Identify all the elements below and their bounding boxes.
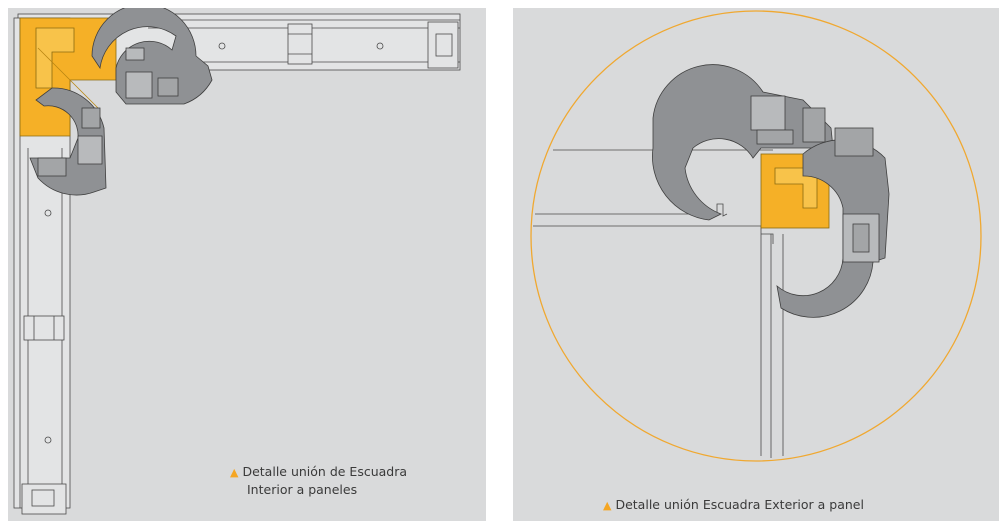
clip-upper xyxy=(652,64,834,221)
caption-exterior: ▲Detalle unión Escuadra Exterior a panel xyxy=(603,496,864,514)
triangle-marker-icon: ▲ xyxy=(230,466,239,479)
caption-text: Detalle unión Escuadra Exterior a panel xyxy=(615,497,864,512)
detail-circle xyxy=(530,10,982,462)
screw-hole xyxy=(44,436,52,444)
caption-line-1: Detalle unión de Escuadra xyxy=(242,464,408,479)
diagram-panel-interior: ▲Detalle unión de Escuadra Interior a pa… xyxy=(8,8,486,521)
clip-lower xyxy=(776,127,890,318)
profile-slot xyxy=(287,23,313,65)
screw-hole xyxy=(376,42,384,50)
interior-corner-bracket xyxy=(19,17,117,137)
diagram-panel-exterior: ▲Detalle unión Escuadra Exterior a panel xyxy=(513,8,999,521)
clip-left xyxy=(29,87,107,196)
caption-interior: ▲Detalle unión de Escuadra Interior a pa… xyxy=(230,463,407,498)
interior-corner-diagram xyxy=(13,8,461,515)
caption-line-2: Interior a paneles xyxy=(247,482,358,497)
screw-hole xyxy=(44,209,52,217)
screw-hole xyxy=(218,42,226,50)
clip-top xyxy=(91,8,213,105)
panel-outline xyxy=(533,149,784,458)
exterior-corner-diagram xyxy=(530,10,982,462)
profile-slot xyxy=(23,315,65,341)
triangle-marker-icon: ▲ xyxy=(603,499,612,512)
